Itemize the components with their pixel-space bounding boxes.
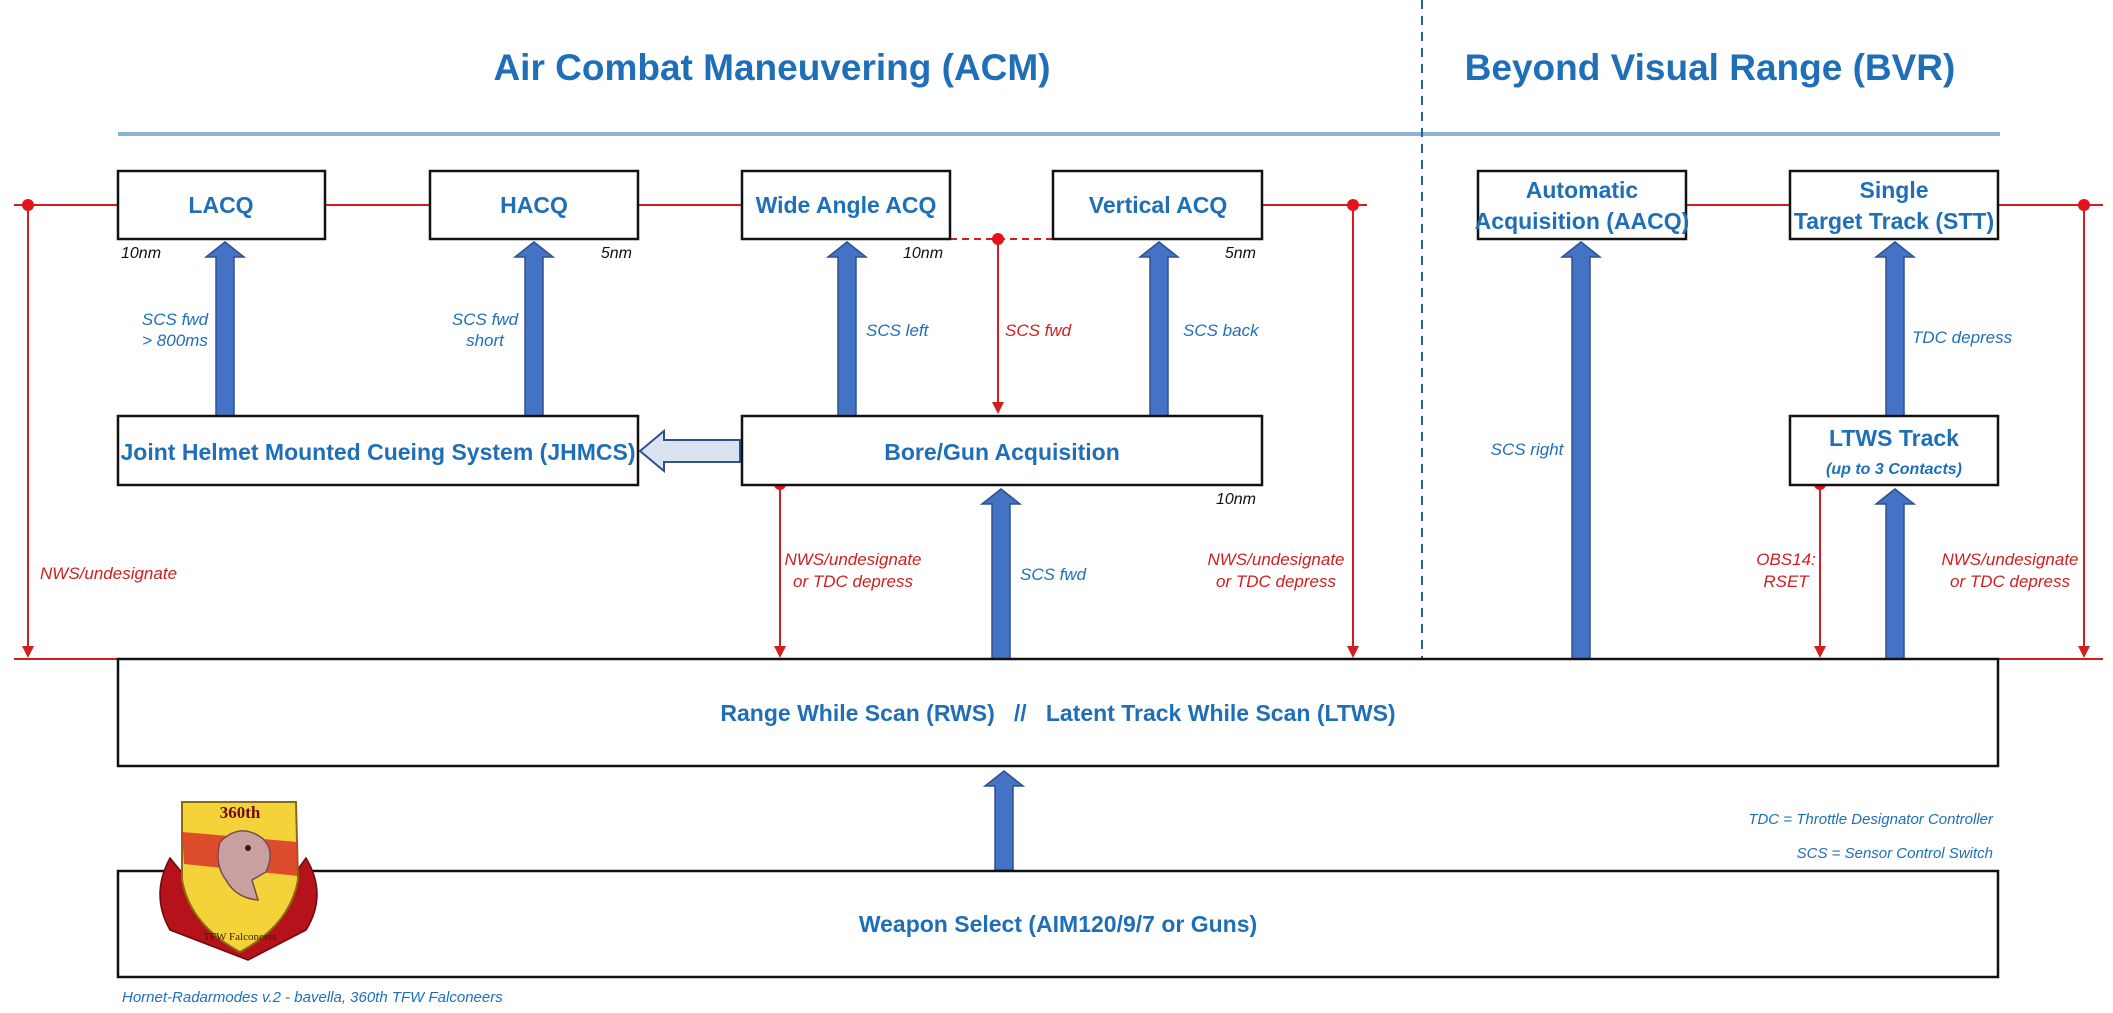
note-scs: SCS = Sensor Control Switch <box>1797 845 1993 862</box>
label-scs-left: SCS left <box>866 321 930 340</box>
arrow-rws-to-ltws-track <box>1873 488 1917 660</box>
box-jhmcs-label: Joint Helmet Mounted Cueing System (JHMC… <box>121 439 636 465</box>
box-lacq-label: LACQ <box>188 192 253 218</box>
label-scs-fwd-red: SCS fwd <box>1005 321 1072 340</box>
vertical-return-arrow <box>1347 199 1359 658</box>
box-aacq: Automatic Acquisition (AACQ) <box>1475 169 1690 241</box>
box-hacq: HACQ <box>428 169 640 241</box>
box-wide-angle-acq: Wide Angle ACQ <box>740 169 952 241</box>
box-aacq-label-1: Automatic <box>1526 177 1639 203</box>
box-weapon-select: Weapon Select (AIM120/9/7 or Guns) <box>116 869 2000 979</box>
range-hacq: 5nm <box>601 245 632 262</box>
obs14-rset-arrow <box>1814 478 1826 658</box>
label-nws-tdc-vert-1: NWS/undesignate <box>1207 550 1344 569</box>
label-scs-fwd-short-2: short <box>466 331 505 350</box>
label-obs14-2: RSET <box>1763 572 1810 591</box>
arrow-bore-to-wide <box>825 241 869 417</box>
bvr-title: Beyond Visual Range (BVR) <box>1465 47 1956 88</box>
eagle-head-icon <box>217 830 271 901</box>
label-scs-fwd-long-2: > 800ms <box>142 331 208 350</box>
arrow-rws-to-aacq <box>1559 241 1603 660</box>
label-nws-tdc-stt-1: NWS/undesignate <box>1941 550 2078 569</box>
crest-bottom-text: TFW Falconeers <box>203 931 276 943</box>
label-scs-fwd-long-1: SCS fwd <box>142 310 209 329</box>
squadron-crest: 360th TFW Falconeers <box>159 801 318 961</box>
box-lacq: LACQ <box>116 169 327 241</box>
box-stt-label-1: Single <box>1859 177 1928 203</box>
nws-undesignate-arrow-left <box>22 199 34 658</box>
label-scs-right: SCS right <box>1491 440 1565 459</box>
label-tdc-depress: TDC depress <box>1912 328 2013 347</box>
box-bore-gun: Bore/Gun Acquisition <box>740 414 1264 487</box>
label-nws-tdc-bore-2: or TDC depress <box>793 572 913 591</box>
box-hacq-label: HACQ <box>500 192 568 218</box>
label-nws-tdc-stt-2: or TDC depress <box>1950 572 2070 591</box>
label-scs-fwd-short-1: SCS fwd <box>452 310 519 329</box>
box-vertical-acq: Vertical ACQ <box>1051 169 1264 241</box>
acm-title: Air Combat Maneuvering (ACM) <box>493 47 1050 88</box>
arrow-bore-to-jhmcs <box>638 428 741 474</box>
box-ltws-track-sub: (up to 3 Contacts) <box>1826 461 1962 478</box>
arrow-bore-to-vertical <box>1137 241 1181 417</box>
arrow-jhmcs-to-hacq <box>512 241 556 417</box>
label-nws-undesignate: NWS/undesignate <box>40 564 177 583</box>
box-jhmcs: Joint Helmet Mounted Cueing System (JHMC… <box>116 414 640 487</box>
label-obs14-1: OBS14: <box>1756 550 1816 569</box>
range-bore: 10nm <box>1216 491 1256 508</box>
label-scs-back: SCS back <box>1183 321 1260 340</box>
arrow-jhmcs-to-lacq <box>203 241 247 417</box>
range-vertical: 5nm <box>1225 245 1256 262</box>
box-rws-ltws: Range While Scan (RWS) // Latent Track W… <box>116 657 2000 768</box>
label-scs-fwd-bore: SCS fwd <box>1020 565 1087 584</box>
arrow-weapon-to-rws <box>982 770 1026 871</box>
eagle-eye-icon <box>245 845 251 851</box>
stt-return-arrow <box>2078 199 2090 658</box>
box-stt: Single Target Track (STT) <box>1788 169 2000 241</box>
box-ltws-track-label: LTWS Track <box>1829 425 1959 451</box>
footer-credit: Hornet-Radarmodes v.2 - bavella, 360th T… <box>122 989 503 1006</box>
range-wide: 10nm <box>903 245 943 262</box>
range-lacq: 10nm <box>121 245 161 262</box>
label-nws-tdc-vert-2: or TDC depress <box>1216 572 1336 591</box>
box-ltws-track: LTWS Track (up to 3 Contacts) <box>1788 414 2000 487</box>
box-wide-angle-acq-label: Wide Angle ACQ <box>756 192 937 218</box>
note-tdc: TDC = Throttle Designator Controller <box>1748 811 1994 828</box>
scs-fwd-red-arrow <box>992 233 1004 414</box>
box-vertical-acq-label: Vertical ACQ <box>1089 192 1227 218</box>
box-aacq-label-2: Acquisition (AACQ) <box>1475 208 1690 234</box>
label-nws-tdc-bore-1: NWS/undesignate <box>784 550 921 569</box>
arrow-ltws-to-stt <box>1873 241 1917 417</box>
crest-top-text: 360th <box>220 803 261 822</box>
arrow-rws-to-bore <box>979 488 1023 660</box>
box-weapon-select-label: Weapon Select (AIM120/9/7 or Guns) <box>859 911 1257 937</box>
box-stt-label-2: Target Track (STT) <box>1794 208 1994 234</box>
box-bore-gun-label: Bore/Gun Acquisition <box>884 439 1120 465</box>
box-rws-ltws-label: Range While Scan (RWS) // Latent Track W… <box>720 700 1395 726</box>
